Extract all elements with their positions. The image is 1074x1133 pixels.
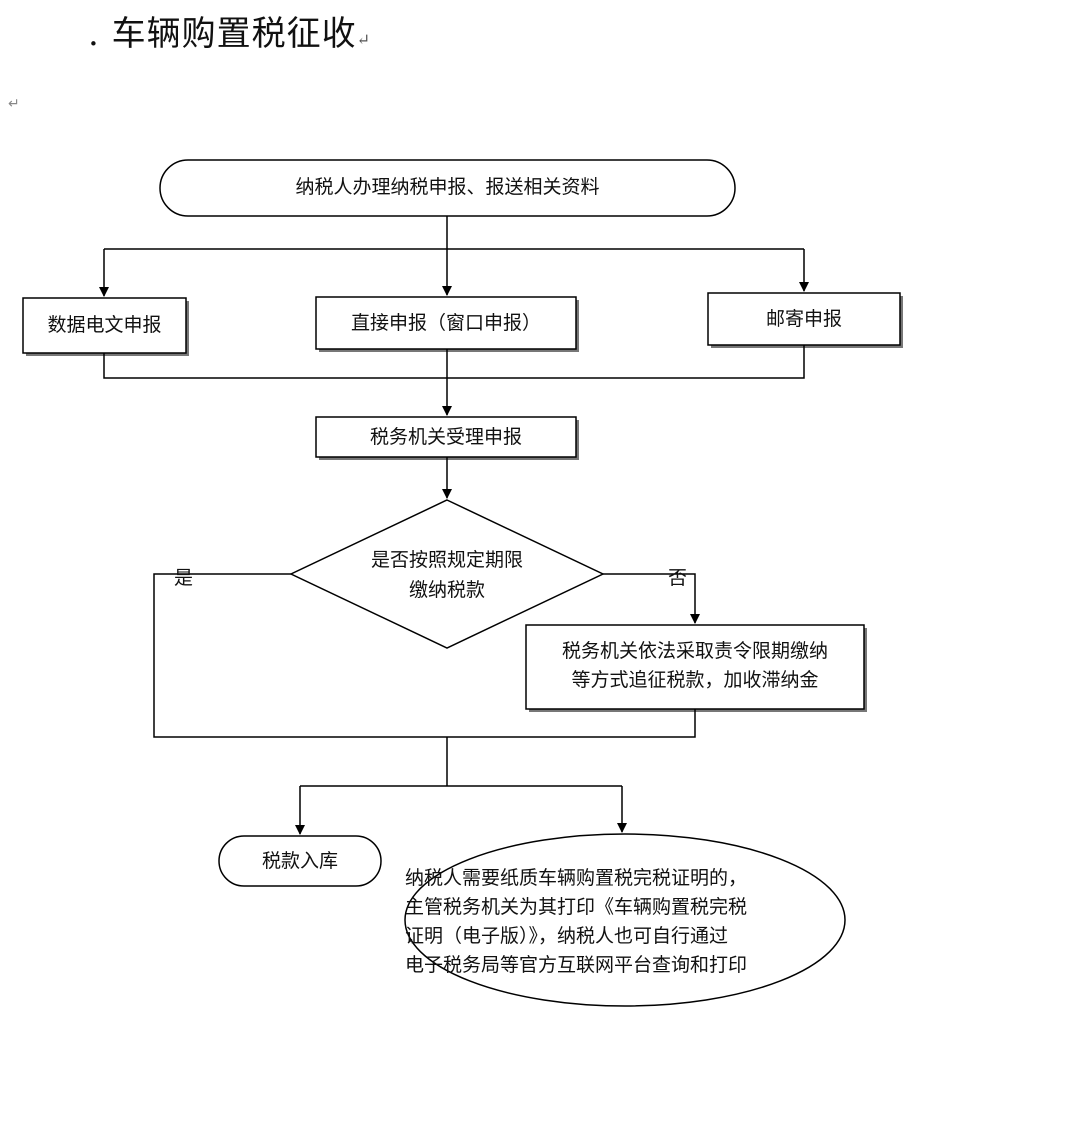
enforcement-label: 税务机关依法采取责令限期缴纳 等方式追征税款，加收滞纳金 [561,640,828,691]
decision-label: 是否按照规定期限 缴纳税款 [370,549,523,601]
electronic-filing-label: 数据电文申报 [47,314,162,336]
yes-label: 是 [174,567,194,589]
connectors [99,216,809,835]
deadline-decision-diamond [289,499,605,649]
no-label: 否 [668,567,688,589]
direct-filing-label: 直接申报（窗口申报） [350,312,541,334]
start-label: 纳税人办理纳税申报、报送相关资料 [295,176,600,198]
treasury-terminal [218,835,382,887]
electronic-filing-box [22,297,187,354]
mail-filing-label: 邮寄申报 [765,308,842,330]
accept-filing-box [315,416,577,458]
treasury-label: 税款入库 [261,850,338,872]
mail-filing-box [707,292,901,346]
certificate-label: 纳税人需要纸质车辆购置税完税证明的， 主管税务机关为其打印《车辆购置税完税 证明… [405,867,748,976]
paragraph-mark: ↵ [8,96,20,112]
enforcement-box [525,624,865,710]
page-title: . 车辆购置税征收↵ [88,14,372,54]
certificate-terminal [404,833,846,1007]
accept-filing-label: 税务机关受理申报 [369,426,522,448]
direct-filing-box [315,296,577,350]
